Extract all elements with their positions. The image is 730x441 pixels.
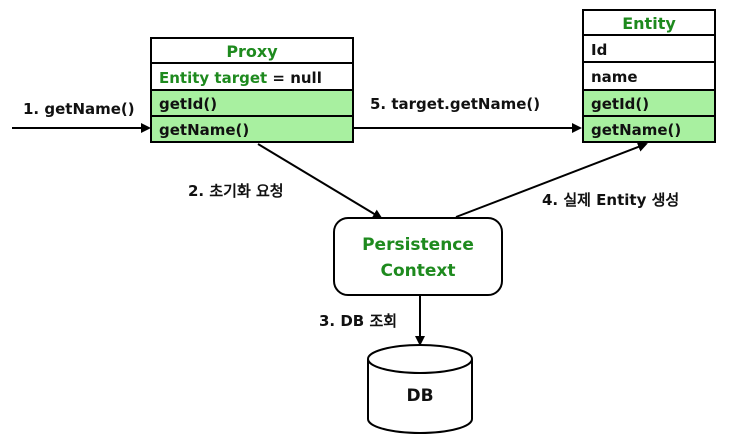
- step5-label: 5. target.getName(): [370, 95, 540, 113]
- db-label: DB: [406, 386, 433, 406]
- entity-method-getname: getName(): [591, 121, 681, 139]
- entity-box: Entity Id name getId() getName(): [582, 9, 716, 143]
- step2-label: 2. 초기화 요청: [188, 182, 284, 200]
- proxy-title: Proxy: [226, 42, 278, 61]
- persistence-label-line1: Persistence: [362, 235, 474, 255]
- arrow-step4: [455, 142, 648, 218]
- db-cylinder: DB: [367, 344, 473, 434]
- entity-method-getid: getId(): [591, 95, 649, 113]
- step4-label: 4. 실제 Entity 생성: [542, 191, 679, 209]
- step1-label: 1. getName(): [23, 100, 135, 118]
- entity-field-name: name: [591, 68, 638, 86]
- proxy-method-getid: getId(): [159, 95, 217, 113]
- proxy-method-getname: getName(): [159, 121, 249, 139]
- step3-label: 3. DB 조회: [319, 312, 397, 330]
- proxy-target-value: = null: [267, 69, 322, 87]
- proxy-target-type: Entity target: [159, 69, 267, 87]
- entity-title: Entity: [622, 14, 676, 33]
- entity-field-id: Id: [591, 41, 607, 59]
- proxy-target-field: Entity target = null: [159, 69, 322, 87]
- arrow-step2: [257, 143, 383, 220]
- proxy-box: Proxy Entity target = null getId() getNa…: [150, 37, 354, 143]
- persistence-label-line2: Context: [380, 261, 455, 281]
- persistence-context-box: Persistence Context: [333, 217, 503, 296]
